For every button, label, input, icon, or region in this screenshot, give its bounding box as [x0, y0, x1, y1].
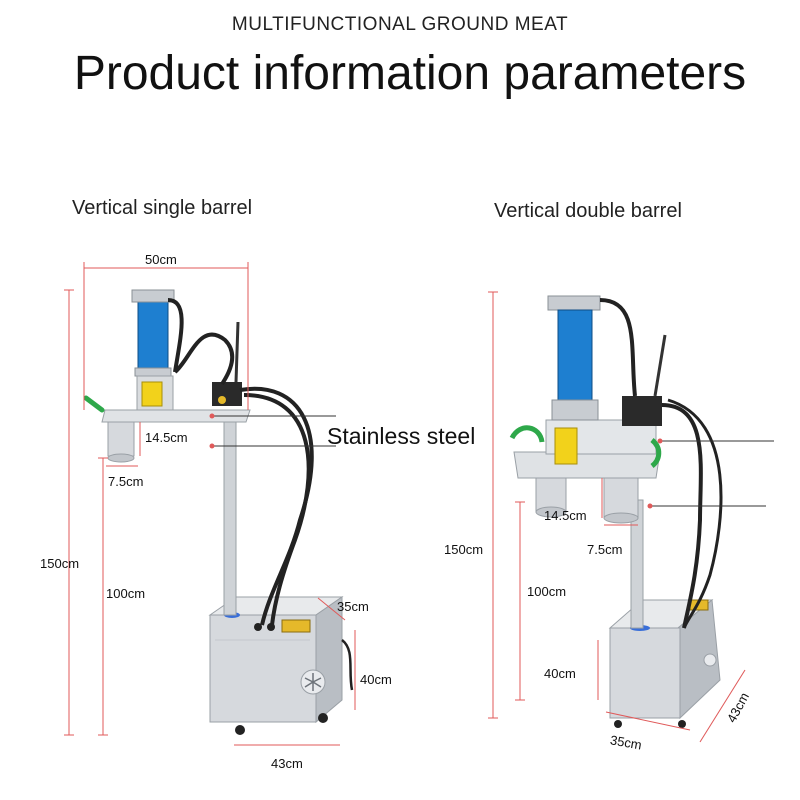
wheel-icon — [678, 720, 686, 728]
wheel-icon — [614, 720, 622, 728]
single-base-height-dim: 40cm — [360, 672, 392, 687]
page-subtitle: MULTIFUNCTIONAL GROUND MEAT — [231, 14, 569, 35]
warning-label — [554, 427, 578, 465]
double-pointer-lines — [650, 440, 774, 507]
double-base-cabinet — [608, 599, 721, 728]
single-base-width-dim: 43cm — [271, 756, 303, 771]
single-dimension-lines — [64, 262, 356, 746]
fan-vent-icon — [703, 653, 717, 667]
single-column — [223, 419, 237, 616]
page-title: Product information parameters — [73, 47, 747, 100]
single-base-depth-dim: 35cm — [337, 599, 369, 614]
outlet-barrel-2 — [603, 477, 639, 519]
single-base-cabinet — [208, 596, 354, 735]
stainless-pointer-lines — [212, 415, 336, 447]
double-table-height-dim: 100cm — [527, 584, 567, 599]
wheel-icon — [235, 725, 245, 735]
single-width-dim: 50cm — [145, 252, 177, 267]
double-barrel-label: Vertical double barrel — [494, 200, 682, 222]
wheel-icon — [318, 713, 328, 723]
double-plate — [513, 451, 661, 479]
double-barrel-height-dim: 14.5cm — [544, 508, 587, 523]
double-dimension-lines — [488, 291, 746, 743]
single-barrel-width-dim: 7.5cm — [108, 474, 144, 489]
single-plate — [101, 409, 251, 423]
single-barrel-machine — [83, 289, 354, 735]
single-table-height-dim: 100cm — [106, 586, 146, 601]
single-total-height-dim: 150cm — [40, 556, 80, 571]
single-outlet-barrel — [107, 421, 135, 457]
handle-icon — [650, 438, 662, 468]
double-barrel-width-dim: 7.5cm — [587, 542, 623, 557]
double-base-height-dim: 40cm — [544, 666, 576, 681]
single-barrel-height-dim: 14.5cm — [145, 430, 188, 445]
valve-block — [212, 382, 242, 406]
lever-icon — [234, 321, 240, 383]
valve-block — [622, 396, 662, 426]
handle-icon — [509, 425, 545, 443]
stainless-steel-label: Stainless steel — [327, 423, 476, 449]
double-barrel-machine — [509, 295, 723, 728]
double-total-height-dim: 150cm — [444, 542, 484, 557]
handle-icon — [83, 395, 105, 413]
warning-label — [141, 381, 163, 407]
lever-icon — [653, 334, 667, 397]
single-barrel-label: Vertical single barrel — [72, 197, 253, 219]
control-box — [281, 619, 311, 633]
hydraulic-cylinder — [557, 309, 593, 403]
